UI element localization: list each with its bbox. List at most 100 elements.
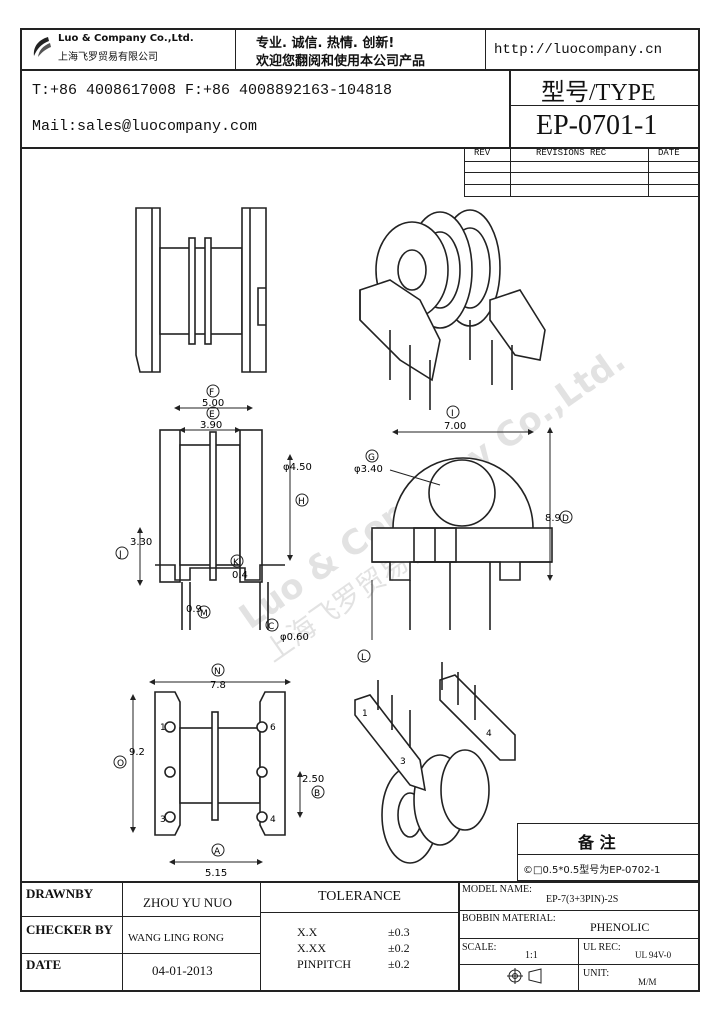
logo-icon	[33, 37, 51, 57]
side-view-top	[135, 207, 267, 373]
dim-value-J: 3.30	[130, 537, 152, 548]
pin-number: 1	[362, 709, 368, 719]
slogan-line-1: 专业. 诚信. 热情. 创新!	[256, 36, 395, 51]
date-col-header: DATE	[658, 148, 680, 158]
bobbin-material-value: PHENOLIC	[590, 920, 650, 934]
checker-label: CHECKER BY	[26, 922, 114, 937]
drawnby-value: ZHOU YU NUO	[143, 895, 233, 910]
dim-letter-C: C	[268, 622, 274, 632]
pin-number: 3	[160, 815, 166, 825]
tolerance-row-key: PINPITCH	[297, 957, 352, 971]
dim-letter-B: B	[314, 789, 320, 799]
dim-label-D	[559, 510, 573, 524]
company-name-cn: 上海飞罗贸易有限公司	[58, 52, 158, 63]
dim-label-N	[211, 663, 225, 677]
scale-label: SCALE:	[462, 942, 497, 953]
dim-label-E	[206, 406, 220, 420]
bottom-view-dims: N 7.8 O 9.2 B 2.50 A 5.15 1 6 3 4	[113, 663, 325, 879]
dim-label-H	[295, 493, 309, 507]
dim-letter-N: N	[214, 667, 221, 677]
ul-rec-value: UL 94V-0	[635, 950, 672, 960]
dim-letter-F: F	[209, 388, 214, 398]
front-view-dims: F 5.00 E 3.90 H φ4.50 J 3.30 K 0.4 M 0.9…	[115, 384, 312, 643]
dim-letter-J: J	[118, 550, 122, 560]
dim-value-G: φ3.40	[354, 464, 383, 475]
phone-fax-line: T:+86 4008617008 F:+86 4008892163-104818	[32, 82, 393, 99]
dim-value-M: 0.9	[186, 604, 202, 615]
dim-value-I: 7.00	[444, 421, 466, 432]
projection-symbol-icon	[505, 967, 545, 989]
tolerance-row-value: ±0.3	[388, 925, 410, 939]
dim-value-F: 5.00	[202, 398, 224, 409]
dim-letter-M: M	[200, 609, 208, 619]
pin-number: 4	[486, 729, 492, 739]
pin-number: 6	[270, 723, 276, 733]
dim-letter-A: A	[214, 847, 221, 857]
company-logo	[28, 34, 54, 60]
pin-number: 3	[400, 757, 406, 767]
rev-col-header: REV	[474, 148, 491, 158]
email-line[interactable]: Mail:sales@luocompany.com	[32, 118, 258, 135]
dim-label-I	[446, 405, 460, 419]
dim-label-K	[230, 554, 244, 568]
date-value: 04-01-2013	[152, 963, 213, 978]
dim-value-N: 7.8	[210, 680, 226, 691]
dim-letter-O: O	[117, 759, 124, 769]
tolerance-row-key: X.X	[297, 925, 318, 939]
technical-drawing: Luo & Company Co.,Ltd. 上海飞罗贸易有限公司	[113, 207, 633, 879]
dim-label-A	[211, 843, 225, 857]
dim-label-M	[197, 605, 211, 619]
side-view-dims: I 7.00 G φ3.40 D 8.9 L	[354, 405, 573, 663]
company-name-en: Luo & Company Co.,Ltd.	[58, 33, 194, 44]
revisions-table: REV REVISIONS REC DATE	[464, 147, 699, 197]
type-value: EP-0701-1	[536, 110, 658, 141]
pin-number: 1	[160, 723, 166, 733]
dim-label-F	[206, 384, 220, 398]
date-label: DATE	[26, 957, 62, 972]
dim-letter-D: D	[562, 514, 569, 524]
unit-value: M/M	[638, 977, 657, 987]
isometric-view-top	[359, 209, 546, 410]
dim-value-D: 8.9	[545, 513, 561, 524]
notes-text: ©□0.5*0.5型号为EP-0702-1	[523, 865, 661, 876]
dim-letter-G: G	[368, 453, 375, 463]
notes-box: 备 注 ©□0.5*0.5型号为EP-0702-1	[517, 823, 699, 881]
tolerance-label: TOLERANCE	[318, 889, 401, 904]
isometric-pins: 1 3 4	[362, 709, 492, 767]
checker-value: WANG LING RONG	[128, 932, 224, 944]
dim-letter-L: L	[361, 653, 366, 663]
unit-label: UNIT:	[583, 968, 610, 979]
dim-letter-E: E	[209, 410, 215, 420]
isometric-view-bottom	[354, 662, 516, 864]
dim-value-O: 9.2	[129, 747, 145, 758]
scale-value: 1:1	[525, 950, 538, 961]
slogan-line-2: 欢迎您翻阅和使用本公司产品	[256, 54, 426, 69]
dim-letter-I: I	[451, 409, 454, 419]
dim-label-O	[113, 755, 127, 769]
website-url[interactable]: http://luocompany.cn	[494, 42, 663, 58]
tolerance-row-value: ±0.2	[388, 957, 410, 971]
model-name-label: MODEL NAME:	[462, 884, 532, 895]
ul-rec-label: UL REC:	[583, 942, 621, 953]
dim-value-H: φ4.50	[283, 462, 312, 473]
dim-label-C	[265, 618, 279, 632]
model-name-value: EP-7(3+3PIN)-2S	[546, 894, 619, 905]
bottom-view	[130, 679, 303, 865]
dim-letter-K: K	[233, 558, 240, 568]
bobbin-material-label: BOBBIN MATERIAL:	[462, 913, 556, 924]
dim-label-G	[365, 449, 379, 463]
type-label: 型号/TYPE	[541, 80, 656, 106]
pin-number: 4	[270, 815, 276, 825]
tolerance-row-key: X.XX	[297, 941, 326, 955]
dim-value-A: 5.15	[205, 868, 227, 879]
drawing-frame	[20, 28, 700, 992]
revisions-rec-col-header: REVISIONS REC	[536, 148, 607, 158]
drawnby-label: DRAWNBY	[26, 886, 94, 901]
dim-label-B	[311, 785, 325, 799]
dim-label-J	[115, 546, 129, 560]
side-view-circle	[371, 427, 553, 640]
dim-label-L	[357, 649, 371, 663]
notes-title: 备 注	[578, 833, 616, 852]
dim-value-B: 2.50	[302, 774, 324, 785]
dim-letter-H: H	[298, 497, 305, 507]
